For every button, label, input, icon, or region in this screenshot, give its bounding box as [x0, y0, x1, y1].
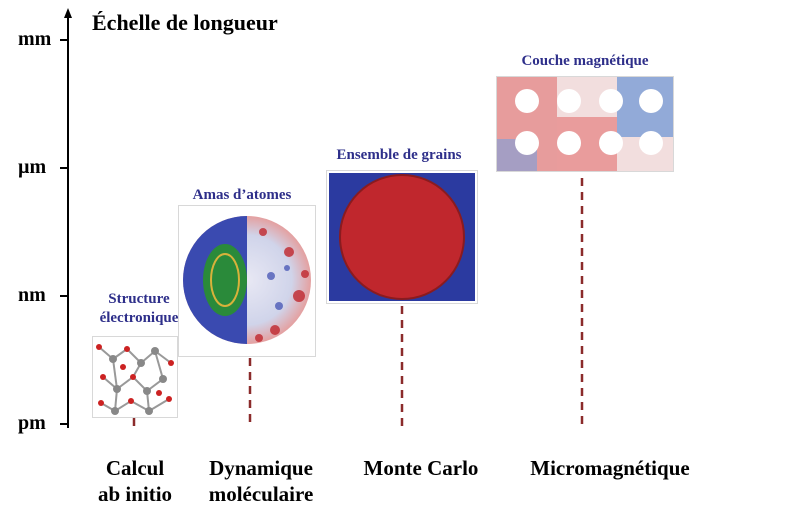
- panel-label-amas: Amas d’atomes: [192, 187, 292, 203]
- atom-cluster-image: [178, 205, 316, 357]
- panel-label-grains: Ensemble de grains: [336, 147, 462, 163]
- ylabel-mm: mm: [18, 28, 52, 50]
- method-dynamique: Dynamique moléculaire: [208, 456, 314, 506]
- magnetic-layer-image: [496, 76, 674, 172]
- method-ab-initio: Calcul ab initio: [97, 456, 173, 506]
- y-axis-arrow: [64, 8, 72, 18]
- panel-label-couche: Couche magnétique: [521, 53, 649, 69]
- method-monte-carlo: Monte Carlo: [363, 456, 479, 480]
- grain-ensemble-image: [326, 170, 478, 304]
- axis-title: Échelle de longueur: [92, 10, 278, 35]
- ylabel-pm: pm: [18, 412, 46, 434]
- method-micromagnetique: Micromagnétique: [530, 456, 690, 480]
- ylabel-nm: nm: [18, 284, 46, 306]
- electronic-structure-image: [92, 336, 178, 418]
- panel-label-structure: Structure électronique: [99, 291, 179, 326]
- ylabel-um: µm: [18, 156, 47, 178]
